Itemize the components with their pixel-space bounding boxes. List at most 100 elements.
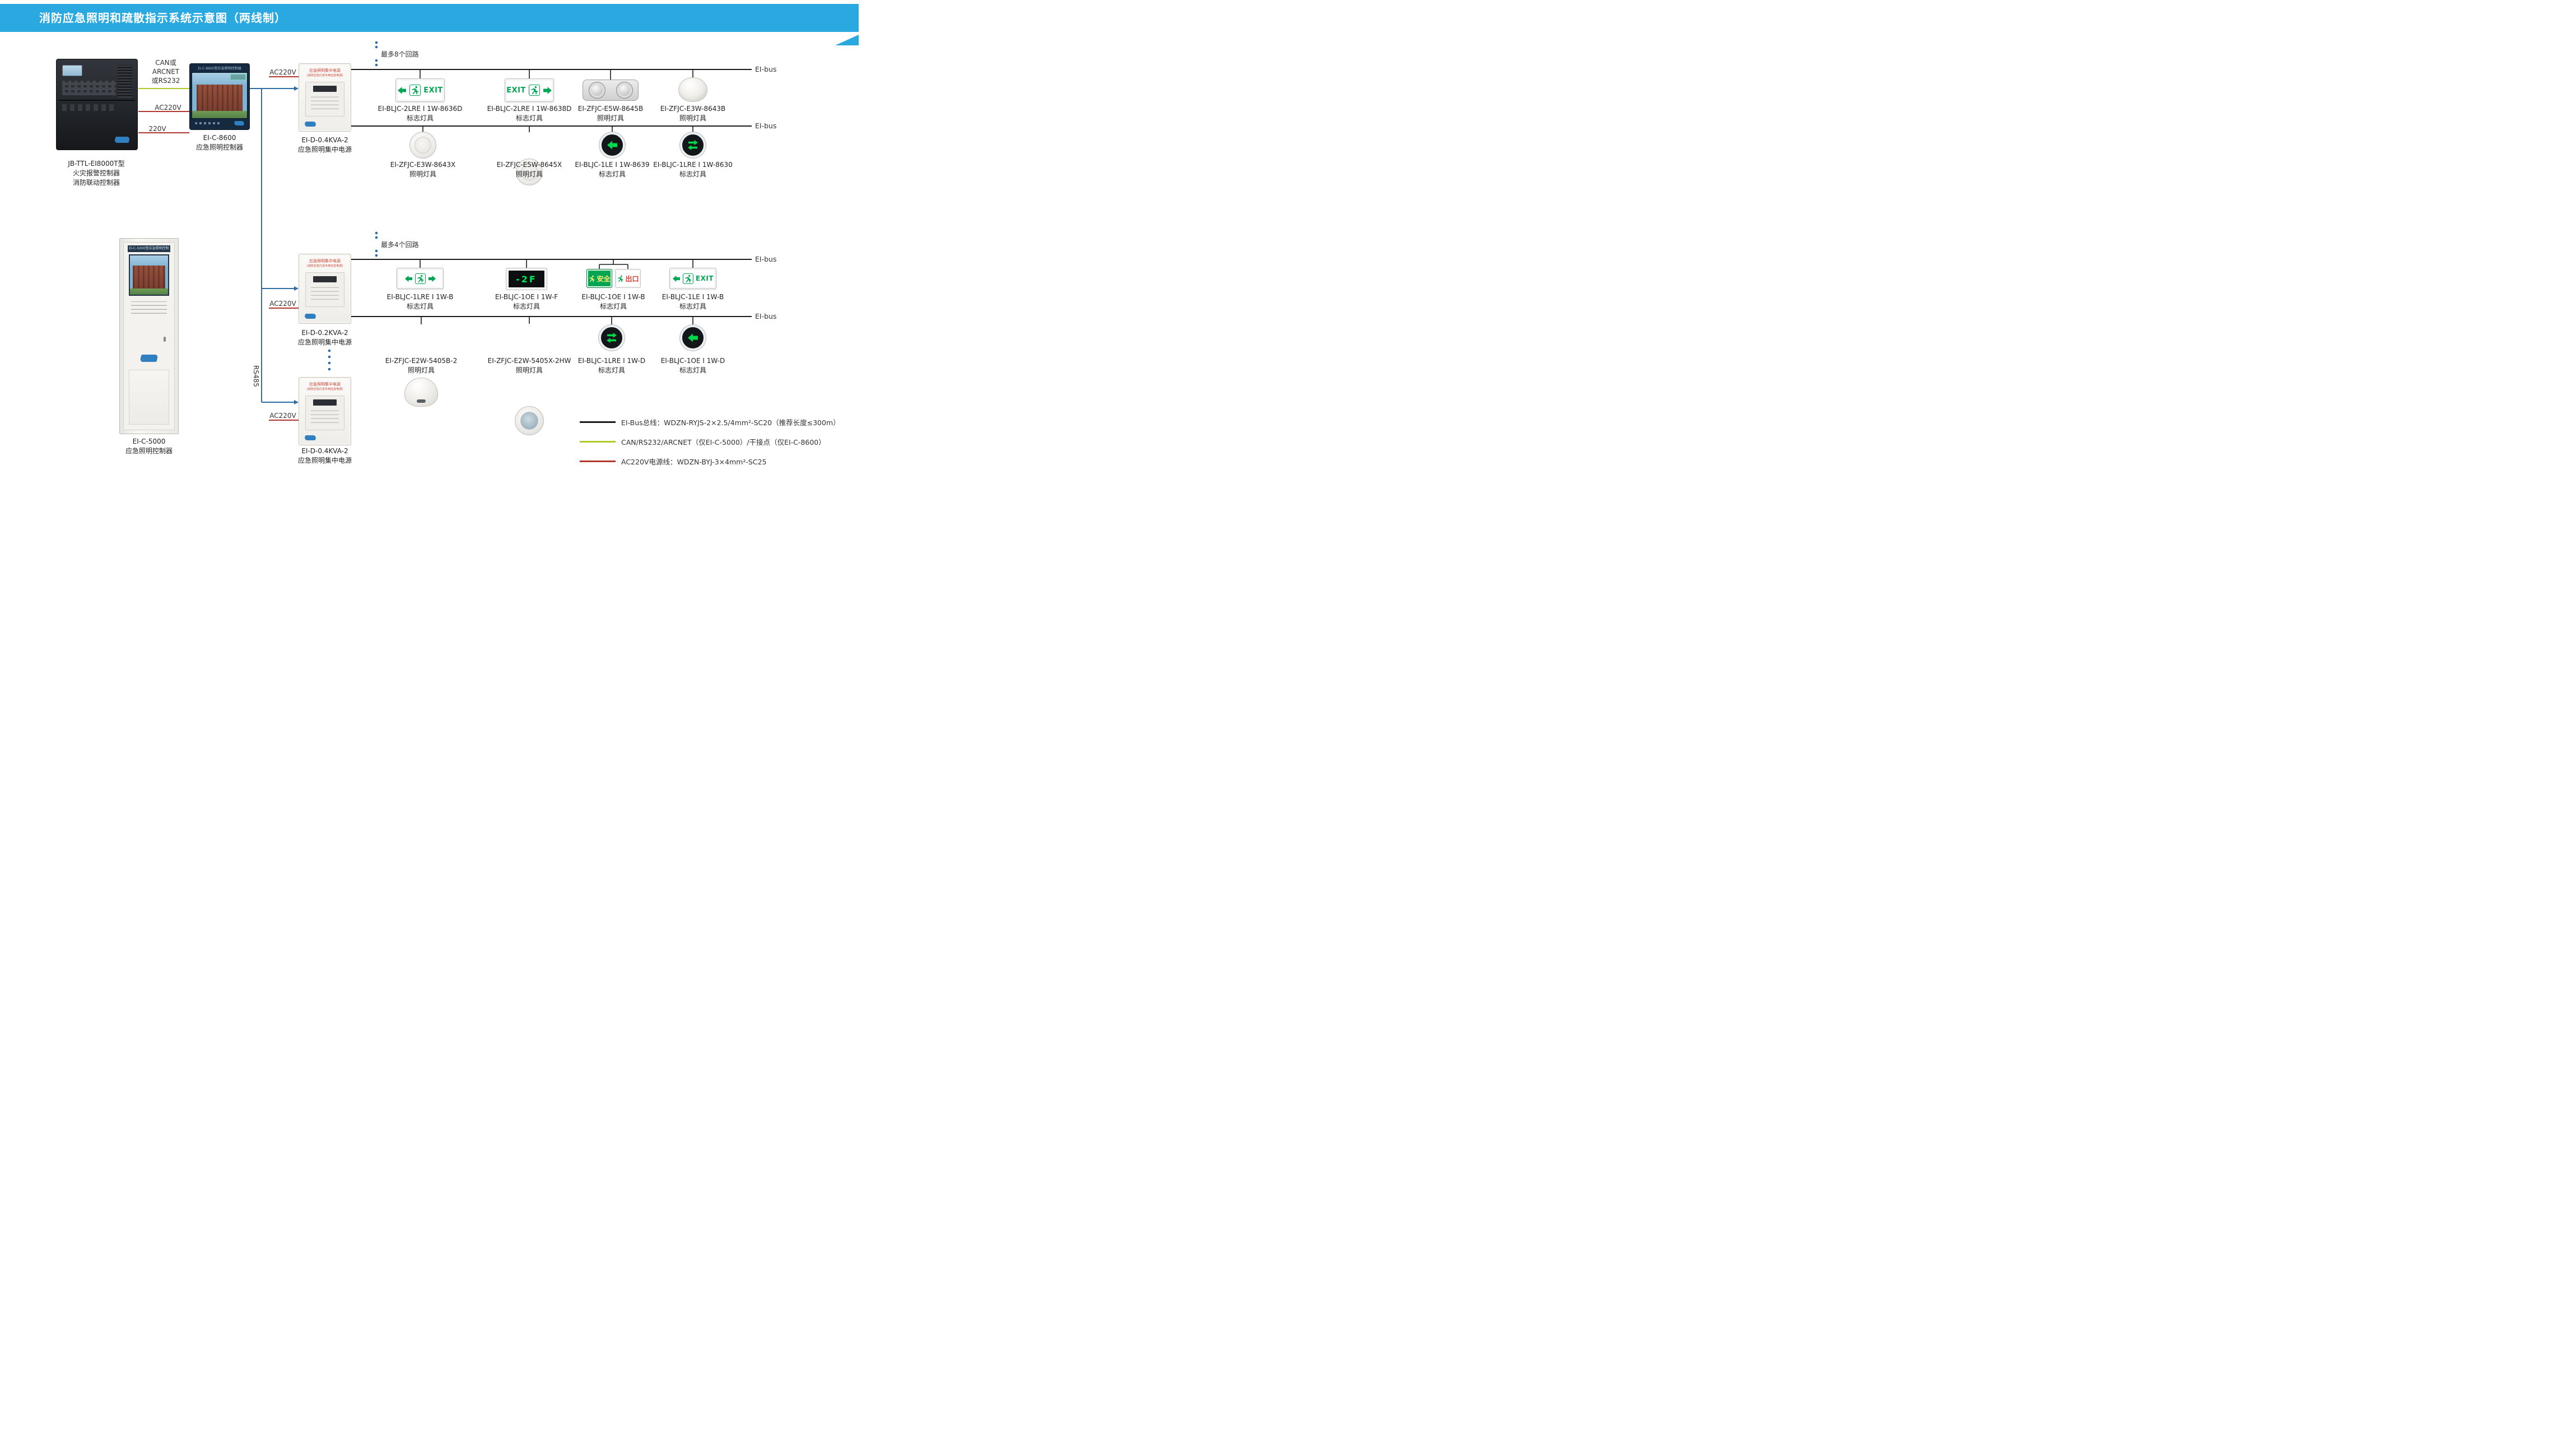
ac220v-ps2-label: AC220V xyxy=(269,300,296,308)
ps-label-lines xyxy=(311,410,339,423)
ac220v-ps1-label: AC220V xyxy=(269,68,296,76)
anquan-text: 安全 xyxy=(597,274,611,283)
ei-bus-label-4: EI-bus xyxy=(755,312,777,320)
cabinet-inner-panel: EI-C-5000型应急照明控制器 xyxy=(123,242,175,430)
circuit-ellipsis-dots xyxy=(328,41,378,371)
legend-line-sample xyxy=(580,421,616,423)
spotlight-lamp xyxy=(616,82,633,99)
legend-row-ei-bus: EI-Bus总线：WDZN-RYJS-2×2.5/4mm²-SC20（推荐长度≤… xyxy=(580,417,850,427)
power-supply-2: 应急照明集中电源 (消防应急灯具专用应急电源) xyxy=(299,254,351,324)
round-sign-double-arrow-device xyxy=(599,325,625,351)
page-title: 消防应急照明和疏散指示系统示意图（两线制） xyxy=(39,11,286,25)
ps-panel-subtext: (消防应急灯具专用应急电源) xyxy=(306,387,343,391)
safety-sign-anquan-device: 安全 xyxy=(586,269,612,288)
fire-alarm-controller-cabinet xyxy=(56,59,138,150)
panel-vents xyxy=(118,65,132,97)
running-man-icon xyxy=(414,273,426,284)
running-man-icon xyxy=(617,274,624,282)
brand-logo xyxy=(114,137,131,143)
exit-sign-both-arrows-device xyxy=(397,268,444,289)
ps-front-panel xyxy=(305,396,344,430)
running-man-icon xyxy=(528,85,540,96)
legend-row-can: CAN/RS232/ARCNET（仅EI-C-5000）/干接点（仅EI-C-8… xyxy=(580,436,850,447)
rs485-lines xyxy=(249,88,296,403)
exit-sign-left-device: EXIT xyxy=(669,268,716,289)
screen-lawn xyxy=(192,111,247,118)
title-bar: 消防应急照明和疏散指示系统示意图（两线制） xyxy=(0,4,859,32)
ei-bus-label-1: EI-bus xyxy=(755,65,777,73)
rs485-arrowheads xyxy=(294,86,299,404)
brand-logo xyxy=(139,355,159,362)
brand-logo xyxy=(234,121,245,125)
ac220v-lines xyxy=(138,76,299,421)
legend: EI-Bus总线：WDZN-RYJS-2×2.5/4mm²-SC20（推荐长度≤… xyxy=(580,417,850,478)
220v-link-label: 220V xyxy=(148,125,166,133)
legend-line-sample xyxy=(580,460,616,462)
panel-row2 xyxy=(62,104,116,111)
floor-indicator-sign-device: -2F xyxy=(506,268,547,290)
keyhole xyxy=(164,337,166,342)
round-ceiling-light-device xyxy=(409,132,436,159)
ps-display-window xyxy=(313,276,337,282)
ei-c-8600-controller: EI-C-8600型应急照明控制器 xyxy=(189,63,250,130)
ei-bus-lines xyxy=(351,69,752,317)
round-sign-double-arrow-device xyxy=(680,132,706,158)
screen-status-overlay xyxy=(230,74,246,80)
panel-screen xyxy=(62,65,82,76)
exit-sign-left-device: EXIT xyxy=(395,78,445,102)
screen-lawn xyxy=(130,288,168,295)
brand-logo xyxy=(304,435,317,440)
left-arrow-icon xyxy=(672,274,681,283)
cabinet-lower-door xyxy=(129,370,169,425)
fire-alarm-controller-label: JB-TTL-EI8000T型 火灾报警控制器 消防联动控制器 xyxy=(68,160,125,187)
running-man-icon xyxy=(682,273,693,284)
spotlight-lamp xyxy=(588,82,605,99)
panel-buttons xyxy=(62,81,116,95)
legend-text: RS485通信线：WDZN-RYJSP-2×1.5mm²-SC20（推荐长度≤1… xyxy=(621,476,850,478)
ps-label-lines xyxy=(311,286,339,300)
ps-front-panel xyxy=(305,82,344,117)
ei-c-5000-controller-cabinet: EI-C-5000型应急照明控制器 xyxy=(119,238,179,434)
running-man-icon xyxy=(409,85,421,96)
ps-display-window xyxy=(313,86,337,92)
legend-text: AC220V电源线：WDZN-BYJ-3×4mm²-SC25 xyxy=(621,458,767,466)
twin-spotlight-device xyxy=(583,80,639,101)
floor-text: -2F xyxy=(509,271,544,287)
monitor-screen xyxy=(192,72,248,119)
safety-sign-chukou-device: 出口 xyxy=(615,269,641,288)
legend-row-rs485: RS485通信线：WDZN-RYJSP-2×1.5mm²-SC20（推荐长度≤1… xyxy=(580,476,850,478)
legend-text: CAN/RS232/ARCNET（仅EI-C-5000）/干接点（仅EI-C-8… xyxy=(621,438,826,446)
exit-sign-right-device: EXIT xyxy=(505,78,554,102)
diagram-canvas: 消防应急照明和疏散指示系统示意图（两线制） xyxy=(0,0,859,478)
ei-c-5000-label: EI-C-5000 应急照明控制器 xyxy=(125,438,173,455)
round-downlight-device xyxy=(515,406,544,435)
ps-label-lines xyxy=(311,96,339,109)
power-supply-1-label: EI-D-0.4KVA-2 应急照明集中电源 xyxy=(297,136,352,153)
monitor-button-strip xyxy=(192,119,248,128)
double-arrow-icon xyxy=(688,140,698,150)
rs485-label: RS485 xyxy=(252,365,260,387)
ac220v-link-label: AC220V xyxy=(155,104,181,111)
exit-text: EXIT xyxy=(506,86,526,95)
right-arrow-icon xyxy=(428,274,436,283)
left-arrow-icon xyxy=(607,141,617,150)
ps-display-window xyxy=(313,399,337,406)
dome-light-device xyxy=(404,378,438,407)
ps-panel-subtext: (消防应急灯具专用应急电源) xyxy=(306,264,343,268)
monitor-buttons xyxy=(195,122,222,124)
right-arrow-icon xyxy=(543,86,552,95)
round-sign-left-arrow-device xyxy=(680,325,706,351)
